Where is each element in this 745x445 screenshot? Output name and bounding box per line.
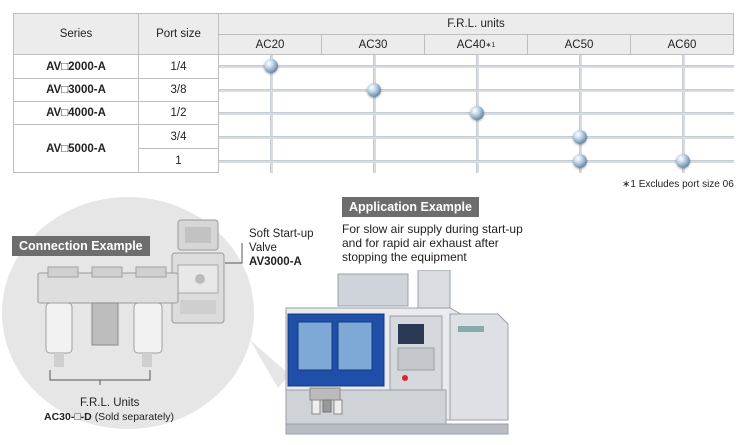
frl-model-line: AC30-□-D (Sold separately) [44,410,174,424]
port-cell-1-2: 1/2 [138,101,219,125]
machine-illustration [250,270,509,435]
valve-label-line2: Valve [249,242,277,254]
unit-ac20-header: AC20 [218,34,322,55]
compat-dot-ac50-a [573,130,587,144]
unit-ac50-header: AC50 [527,34,631,55]
compat-dot-ac40 [470,106,484,120]
frl-units-drawing [37,266,179,367]
frl-note: (Sold separately) [94,411,175,423]
application-example-title: Application Example [342,197,479,217]
port-cell-1-4: 1/4 [138,54,219,79]
application-desc-line3: stopping the equipment [342,250,467,264]
series-header: Series [13,13,139,55]
compat-dot-ac60 [676,154,690,168]
compat-dot-ac30 [367,83,381,97]
frl-model: AC30-□-D [44,411,92,423]
port-cell-3-8: 3/8 [138,78,219,102]
port-size-header: Port size [138,13,219,55]
valve-model: AV3000-A [249,256,302,268]
valve-label-line1: Soft Start-up [249,228,314,240]
application-desc-line1: For slow air supply during start-up [342,222,523,236]
footnote: ∗1 Excludes port size 06 [622,179,734,190]
series-cell-4000: AV□4000-A [13,101,139,125]
unit-ac30-header: AC30 [321,34,425,55]
unit-ac60-header: AC60 [630,34,734,55]
series-cell-2000: AV□2000-A [13,54,139,79]
application-desc-line2: and for rapid air exhaust after [342,236,499,250]
unit-ac40-header: AC40∗1 [424,34,528,55]
unit-ac40-footnote-mark: ∗1 [485,41,496,49]
series-cell-3000: AV□3000-A [13,78,139,102]
soft-start-valve-drawing [171,219,225,324]
port-cell-1: 1 [138,148,219,173]
compat-dot-ac50-b [573,154,587,168]
series-cell-5000: AV□5000-A [13,124,139,173]
grid-area [219,55,734,173]
compat-dot-ac20 [264,59,278,73]
frl-units-header: F.R.L. units [218,13,734,35]
unit-ac40-label: AC40 [456,38,486,51]
port-cell-3-4: 3/4 [138,124,219,149]
frl-label: F.R.L. Units [80,397,140,409]
connection-example-title: Connection Example [12,236,150,256]
